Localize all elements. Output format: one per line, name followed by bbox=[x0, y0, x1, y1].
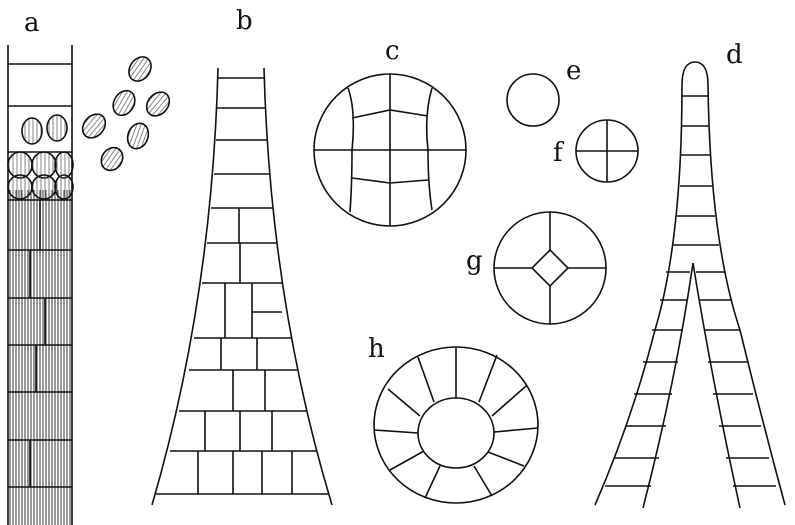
figure-g-central-square bbox=[493, 211, 607, 325]
label-b: b bbox=[236, 6, 253, 36]
figure-a-filament bbox=[7, 45, 171, 525]
figure-b-tapering-column bbox=[151, 67, 333, 506]
figure-e-single-cell bbox=[506, 73, 560, 127]
label-d: d bbox=[726, 40, 743, 70]
label-h: h bbox=[368, 334, 385, 364]
figure-h-cell-ring bbox=[373, 346, 539, 504]
label-a: a bbox=[24, 8, 40, 38]
label-g: g bbox=[466, 246, 483, 276]
figure-d-branched-filament bbox=[594, 61, 786, 509]
label-f: f bbox=[553, 138, 563, 168]
label-e: e bbox=[566, 56, 582, 86]
label-c: c bbox=[385, 36, 400, 66]
figure-f-four-cells bbox=[575, 119, 639, 183]
figure-c-circle-cells bbox=[313, 73, 467, 227]
